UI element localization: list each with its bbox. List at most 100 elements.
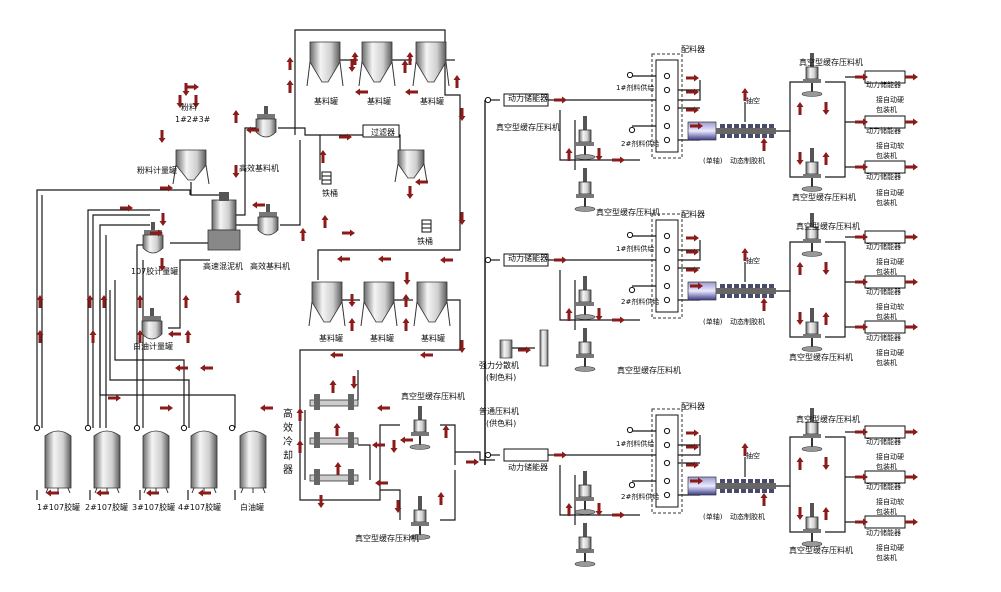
flow-arrow [760, 138, 768, 151]
line3-out3-label: 动力储能器 [866, 529, 901, 537]
line3-out-press-bottom [801, 503, 823, 547]
disperser-sub-label: (制色料) [486, 373, 517, 382]
flow-arrow [334, 462, 342, 475]
base-tank-top-1 [306, 41, 344, 87]
flow-arrow [100, 295, 108, 308]
filter-hopper [394, 149, 428, 183]
flow-arrow [741, 443, 749, 456]
line1-pack1-label: 接自动硬包装机 [876, 96, 904, 114]
flow-arrow [348, 318, 356, 331]
line3-out2-label: 动力储能器 [866, 483, 901, 491]
flow-arrow [394, 500, 402, 513]
base-tank-top-2-label: 基料罐 [367, 97, 391, 106]
flow-arrow [595, 148, 603, 161]
flow-arrow [260, 404, 273, 412]
base-tank-bottom-3 [413, 281, 451, 327]
flow-arrow [89, 330, 97, 343]
pipe [548, 240, 701, 261]
valve-icon [663, 441, 671, 449]
flow-arrow [246, 126, 259, 134]
line1-press-bottom-label: 真空型缓存压料机 [792, 193, 856, 202]
flow-arrow [146, 489, 159, 497]
flow-arrow [36, 330, 44, 343]
flow-arrow [518, 346, 531, 354]
pipe [548, 80, 701, 101]
line1-single-label: (单轴) [703, 157, 723, 165]
flow-arrow [796, 152, 804, 165]
valve-icon [180, 424, 188, 432]
line3-dynamic-mixer [687, 476, 776, 496]
flow-arrow [453, 75, 461, 88]
flow-arrow [317, 495, 325, 508]
flow-arrow [86, 295, 94, 308]
line1-out1-label: 动力储能器 [866, 81, 901, 89]
flow-arrow [337, 255, 350, 263]
line1-batcher-frame [651, 53, 683, 159]
flow-arrow [554, 451, 567, 459]
cooler-unit-1 [309, 394, 359, 410]
flow-arrow [321, 215, 329, 228]
line3-press-label: 真空型缓存压料机 [617, 366, 681, 375]
flow-arrow [159, 213, 167, 226]
line2-pack3-label: 接自动硬包装机 [876, 349, 904, 367]
flow-arrow [406, 186, 414, 199]
valve-icon [628, 481, 636, 489]
valve-icon [663, 427, 671, 435]
valve-icon [663, 246, 671, 254]
cooler-label: 高效冷却器 [283, 409, 293, 476]
bucket-1-icon [321, 171, 332, 185]
flow-arrow [333, 423, 341, 436]
valve-icon [663, 122, 671, 130]
base-mixer-1-label: 高效基料机 [239, 164, 279, 173]
flow-arrow [565, 503, 573, 516]
line3-vacuum-label: 抽空 [746, 452, 760, 460]
valve-icon [628, 126, 636, 134]
flow-arrow [296, 408, 304, 421]
flow-arrow [905, 73, 918, 81]
flow-arrow [440, 256, 453, 264]
flow-arrow [372, 441, 385, 449]
mixer-label: 高速混泥机 [203, 262, 243, 271]
pipe [776, 436, 805, 487]
flow-arrow [348, 294, 356, 307]
line3-out1-label: 动力储能器 [866, 438, 901, 446]
flow-arrow [905, 118, 918, 126]
flow-arrow [136, 330, 144, 343]
pipe [379, 424, 400, 470]
line3-power-store-label: 动力储能器 [508, 463, 548, 472]
line2-batcher-frame [651, 213, 683, 319]
line1-pack2-label: 接自动软包装机 [876, 142, 904, 160]
flow-arrow [200, 364, 213, 372]
line1-press-top-label: 真空型缓存压料机 [799, 58, 863, 67]
pipe [548, 435, 701, 456]
flow-arrow [330, 351, 343, 359]
flow-arrow [405, 88, 418, 96]
line2-press-label: 真空型缓存压料机 [596, 208, 660, 217]
flow-arrow [690, 477, 703, 485]
line3-pack2-label: 接自动软包装机 [876, 498, 904, 516]
oil-tank-label: 白油罐 [240, 503, 264, 512]
flow-arrow [355, 88, 368, 96]
line2-out3-label: 动力储能器 [866, 334, 901, 342]
valve-icon [663, 136, 671, 144]
glue-tank-4-label: 4#107胶罐 [178, 503, 222, 512]
base-tank-top-3 [412, 41, 450, 87]
valve-icon [663, 282, 671, 290]
flow-arrow [612, 156, 625, 164]
flow-arrow [158, 258, 166, 271]
base-mixer-2-label: 高效基料机 [250, 262, 290, 271]
flow-arrow [375, 479, 388, 487]
pipe [92, 214, 150, 428]
valve-icon [628, 286, 636, 294]
line2-single-label: (单轴) [703, 318, 723, 326]
line1-feed1-label: 1#剂料供给 [616, 84, 655, 92]
line3-single-label: (单轴) [703, 513, 723, 521]
line1-press-label: 真空型缓存压料机 [496, 123, 560, 132]
line2-out1-label: 动力储能器 [866, 243, 901, 251]
flow-arrow [401, 60, 409, 73]
flow-arrow [686, 234, 699, 242]
flow-arrow [234, 290, 242, 303]
valve-icon [228, 424, 236, 432]
flow-arrow [36, 295, 44, 308]
glue-tank-2 [93, 430, 121, 494]
